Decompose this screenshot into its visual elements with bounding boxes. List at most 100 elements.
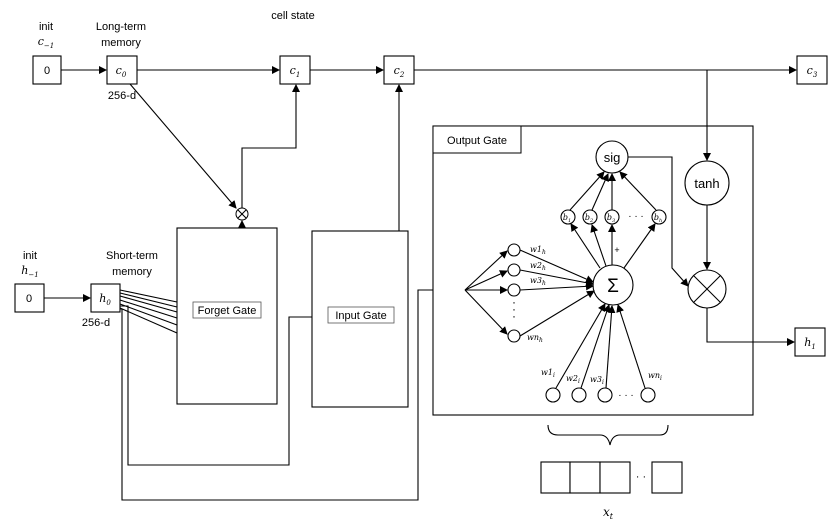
h0-label: h0: [99, 292, 111, 307]
x-neuron-n: [640, 387, 656, 403]
input-weight-3: w3i: [590, 375, 604, 386]
cell-state-label: cell state: [271, 10, 314, 22]
hidden-neuron-vdots-2: ·: [512, 302, 516, 316]
arrow-multiply-to-c1: [241, 84, 300, 208]
forget-gate-label: Forget Gate: [198, 305, 257, 317]
h0-forget-line-2: [119, 292, 178, 308]
output-multiply-cross-2: [693, 275, 721, 303]
init-h-value: 0: [26, 293, 32, 305]
h0-forget-line-3: [119, 295, 178, 313]
output-gate-label: Output Gate: [447, 135, 507, 147]
input-weight-2: w2i: [566, 374, 580, 385]
x-cell-2: [569, 461, 601, 494]
hidden-weight-2: w2h: [530, 261, 546, 272]
hidden-weight-n: wnh: [527, 333, 543, 344]
x-cell-1: [540, 461, 571, 494]
c2-label: c2: [394, 64, 405, 79]
input-weight-1: w1i: [541, 368, 555, 379]
h0-forget-line-1: [119, 289, 178, 303]
short-term-label: Short-term: [106, 250, 158, 262]
c3-node: [796, 55, 828, 85]
h0-forget-line-5: [119, 303, 178, 326]
x-neuron-1: [545, 387, 561, 403]
bias-1-to-sig: [569, 171, 605, 211]
bias-ellipsis: · · ·: [628, 211, 644, 222]
sum-to-bias-2: [590, 224, 607, 267]
c0-dim: 256-d: [108, 90, 136, 102]
c3-label: c3: [807, 64, 818, 79]
hidden-weight-1: w1h: [530, 245, 546, 256]
bias-h-to-sig: [619, 171, 657, 211]
bias-label-h: bh: [654, 213, 662, 224]
init-c-title: init: [39, 21, 53, 33]
h0-to-output-gate: [120, 289, 465, 501]
h1-node: [794, 327, 826, 357]
long-term-label-2: memory: [101, 37, 141, 49]
sum-to-bias-h: [623, 223, 656, 269]
arrow-c0-to-multiply: [129, 83, 237, 209]
neuron-n-to-sum: [519, 290, 595, 337]
tanh-label: tanh: [694, 176, 719, 191]
sig-label: sig: [604, 150, 621, 165]
sum-to-bias-1: [570, 223, 601, 269]
h0-forget-line-6: [119, 307, 178, 334]
input-gate-label-frame: [327, 306, 395, 324]
bias-2-to-sig: [591, 173, 609, 211]
x-cell-ellipsis: · ·: [636, 471, 646, 483]
output-gate-label-frame: [432, 125, 522, 154]
x-input-brace: [547, 424, 669, 446]
forget-gate-label-frame: [192, 301, 262, 319]
x-neuron-3: [597, 387, 613, 403]
hidden-neuron-vdots-3: ·: [512, 309, 516, 323]
c0-node: [106, 55, 138, 85]
init-c-value: 0: [44, 65, 50, 77]
bias-node-h: [651, 209, 667, 225]
multiply-to-h1: [706, 308, 795, 346]
hidden-neuron-n: [507, 329, 521, 343]
h0-node: [90, 283, 121, 313]
neuron-3-to-sum: [519, 282, 594, 291]
summation-symbol: Σ: [607, 276, 619, 297]
c0-label: c0: [116, 64, 127, 79]
neuron-2-to-sum: [519, 269, 594, 287]
h0-dim: 256-d: [82, 317, 110, 329]
bias-label-2: b2: [585, 213, 593, 224]
plus-sign: +: [614, 245, 619, 255]
fan-to-neuron-1: [464, 250, 508, 291]
init-h-symbol: h−1: [21, 264, 38, 279]
h0-to-input-gate: [120, 305, 312, 466]
bias-label-1: b1: [563, 213, 571, 224]
c1-label: c1: [290, 64, 301, 79]
x-neuron-2-to-sum: [580, 304, 611, 389]
input-weight-n: wni: [648, 371, 662, 382]
init-c-symbol: c−1: [38, 35, 55, 50]
hidden-weight-3: w3h: [530, 276, 546, 287]
bias-label-3: b3: [607, 213, 615, 224]
bias-node-2: [582, 209, 598, 225]
x-neuron-ellipsis: · · ·: [618, 390, 634, 401]
x-neuron-3-to-sum: [605, 305, 616, 389]
input-gate-label: Input Gate: [335, 310, 386, 322]
x-neuron-n-to-sum: [616, 304, 646, 389]
hidden-neuron-vdots: ·: [512, 295, 516, 309]
init-c-box: [32, 55, 62, 85]
x-label: xt: [603, 505, 614, 521]
bias-node-1: [560, 209, 576, 225]
neuron-1-to-sum: [519, 249, 594, 283]
h0-forget-line-4: [119, 299, 178, 319]
fan-to-neuron-2: [464, 270, 508, 291]
x-neuron-2: [571, 387, 587, 403]
h1-label: h1: [804, 336, 816, 351]
short-term-label-2: memory: [112, 266, 152, 278]
x-cell-n: [651, 461, 683, 494]
hidden-neuron-2: [507, 263, 521, 277]
sig-to-multiply: [628, 156, 689, 287]
init-h-box: [14, 283, 45, 313]
hidden-neuron-1: [507, 243, 521, 257]
x-cell-3: [599, 461, 631, 494]
multiply-cross-2: [237, 209, 247, 219]
long-term-label: Long-term: [96, 21, 146, 33]
x-neuron-1-to-sum: [555, 303, 606, 389]
fan-to-neuron-n: [464, 289, 508, 335]
